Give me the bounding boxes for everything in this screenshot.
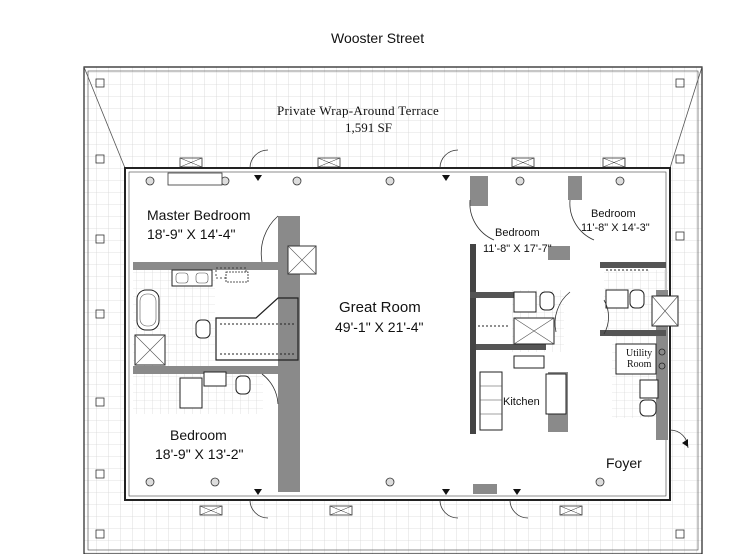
bedroom-3-dims: 11'-8" X 14'-3" (581, 222, 650, 234)
utility-room-label-line1: Utility (626, 348, 653, 359)
foyer-label: Foyer (606, 455, 642, 471)
bedroom-1-dims: 18'-9" X 13'-2" (155, 446, 244, 462)
great-room-dims: 49'-1" X 21'-4" (335, 319, 424, 335)
terrace-area-label: 1,591 SF (345, 120, 392, 135)
street-label: Wooster Street (331, 30, 425, 46)
bedroom-2-dims: 11'-8" X 17'-7" (483, 243, 552, 255)
bedroom-3-name: Bedroom (591, 208, 636, 220)
terrace-name-label: Private Wrap-Around Terrace (277, 103, 440, 118)
apartment-interior (124, 149, 689, 519)
master-bedroom-name: Master Bedroom (147, 207, 251, 223)
great-room-name: Great Room (339, 299, 421, 316)
bedroom-1-name: Bedroom (170, 427, 227, 443)
master-bedroom-dims: 18'-9" X 14'-4" (147, 226, 236, 242)
bedroom-2-name: Bedroom (495, 227, 540, 239)
kitchen-label: Kitchen (503, 396, 540, 408)
utility-room-label-line2: Room (627, 359, 652, 370)
terrace (83, 66, 703, 554)
